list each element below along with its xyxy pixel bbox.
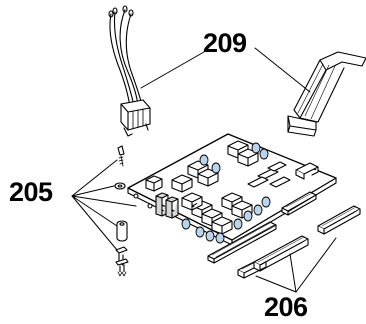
callout-leaders-205 — [71, 159, 137, 251]
board-components-left — [133, 175, 179, 219]
spacer-icon — [116, 220, 128, 242]
callout-label-206: 206 — [264, 292, 308, 322]
wire-harness — [108, 5, 151, 137]
callout-leaders-206 — [255, 237, 337, 293]
ic-chips — [247, 161, 319, 188]
mounting-hardware — [71, 145, 137, 277]
plug-right — [317, 205, 361, 235]
snap-support-icon — [115, 246, 129, 277]
callout-leaders-209 — [140, 47, 311, 93]
connector-plugs — [237, 205, 361, 293]
plug-long — [253, 235, 309, 272]
ribbon-cable — [287, 51, 366, 137]
board-edge-connectors — [207, 191, 317, 264]
callout-label-205: 205 — [9, 177, 53, 207]
callout-label-209: 209 — [203, 28, 247, 58]
capacitors — [181, 142, 271, 244]
circuit-board — [127, 133, 337, 264]
screw-icon — [117, 145, 125, 167]
washer-icon — [114, 182, 126, 190]
